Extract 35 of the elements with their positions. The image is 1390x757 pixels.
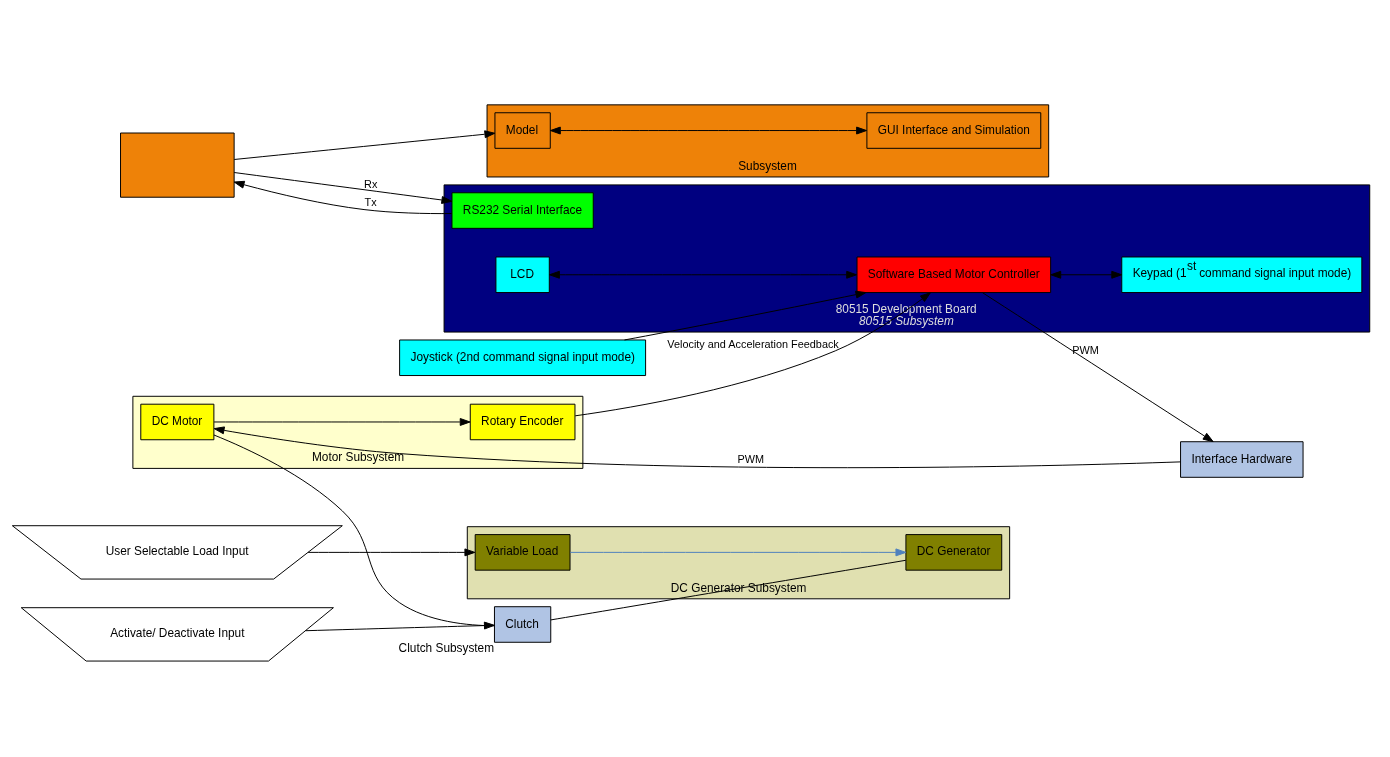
arrow xyxy=(549,270,858,279)
node-box: DC Motor xyxy=(140,403,215,440)
arrow xyxy=(1050,270,1123,279)
connector xyxy=(550,559,907,620)
node-box: GUI Interface and Simulation xyxy=(866,111,1042,149)
node-box: LCD xyxy=(495,256,550,293)
node-box: Clutch xyxy=(493,605,552,643)
node-box: Joystick (2nd command signal input mode) xyxy=(399,339,647,376)
node-box xyxy=(120,132,235,198)
node-box: Interface Hardware xyxy=(1180,440,1304,478)
arrow xyxy=(549,126,867,134)
node-box: RS232 Serial Interface xyxy=(451,191,594,229)
arrow xyxy=(307,547,476,556)
node-box: Software Based Motor Controller xyxy=(856,256,1052,293)
edge-label: PWM xyxy=(1072,343,1099,356)
node-box: Variable Load xyxy=(474,533,571,571)
arrow xyxy=(233,129,496,160)
node-box: Model xyxy=(494,111,551,149)
arrow xyxy=(213,417,471,426)
arrow xyxy=(982,291,1214,442)
edge-label: Velocity and Acceleration Feedback xyxy=(667,337,839,350)
arrow xyxy=(624,290,867,340)
arrow xyxy=(305,621,495,631)
edge-label: Rx xyxy=(364,177,378,190)
edge-label: Tx xyxy=(364,195,377,208)
edge-label: PWM xyxy=(737,452,765,465)
node-box: Rotary Encoder xyxy=(469,403,576,440)
arrow xyxy=(213,425,1182,468)
node-box: DC Generator xyxy=(905,533,1003,571)
node-label: 80515 Subsystem xyxy=(858,313,954,328)
arrow xyxy=(233,171,453,204)
arrow xyxy=(569,547,907,556)
arrow xyxy=(233,180,453,214)
node-label: Clutch Subsystem xyxy=(398,640,495,655)
arrow xyxy=(574,291,931,416)
